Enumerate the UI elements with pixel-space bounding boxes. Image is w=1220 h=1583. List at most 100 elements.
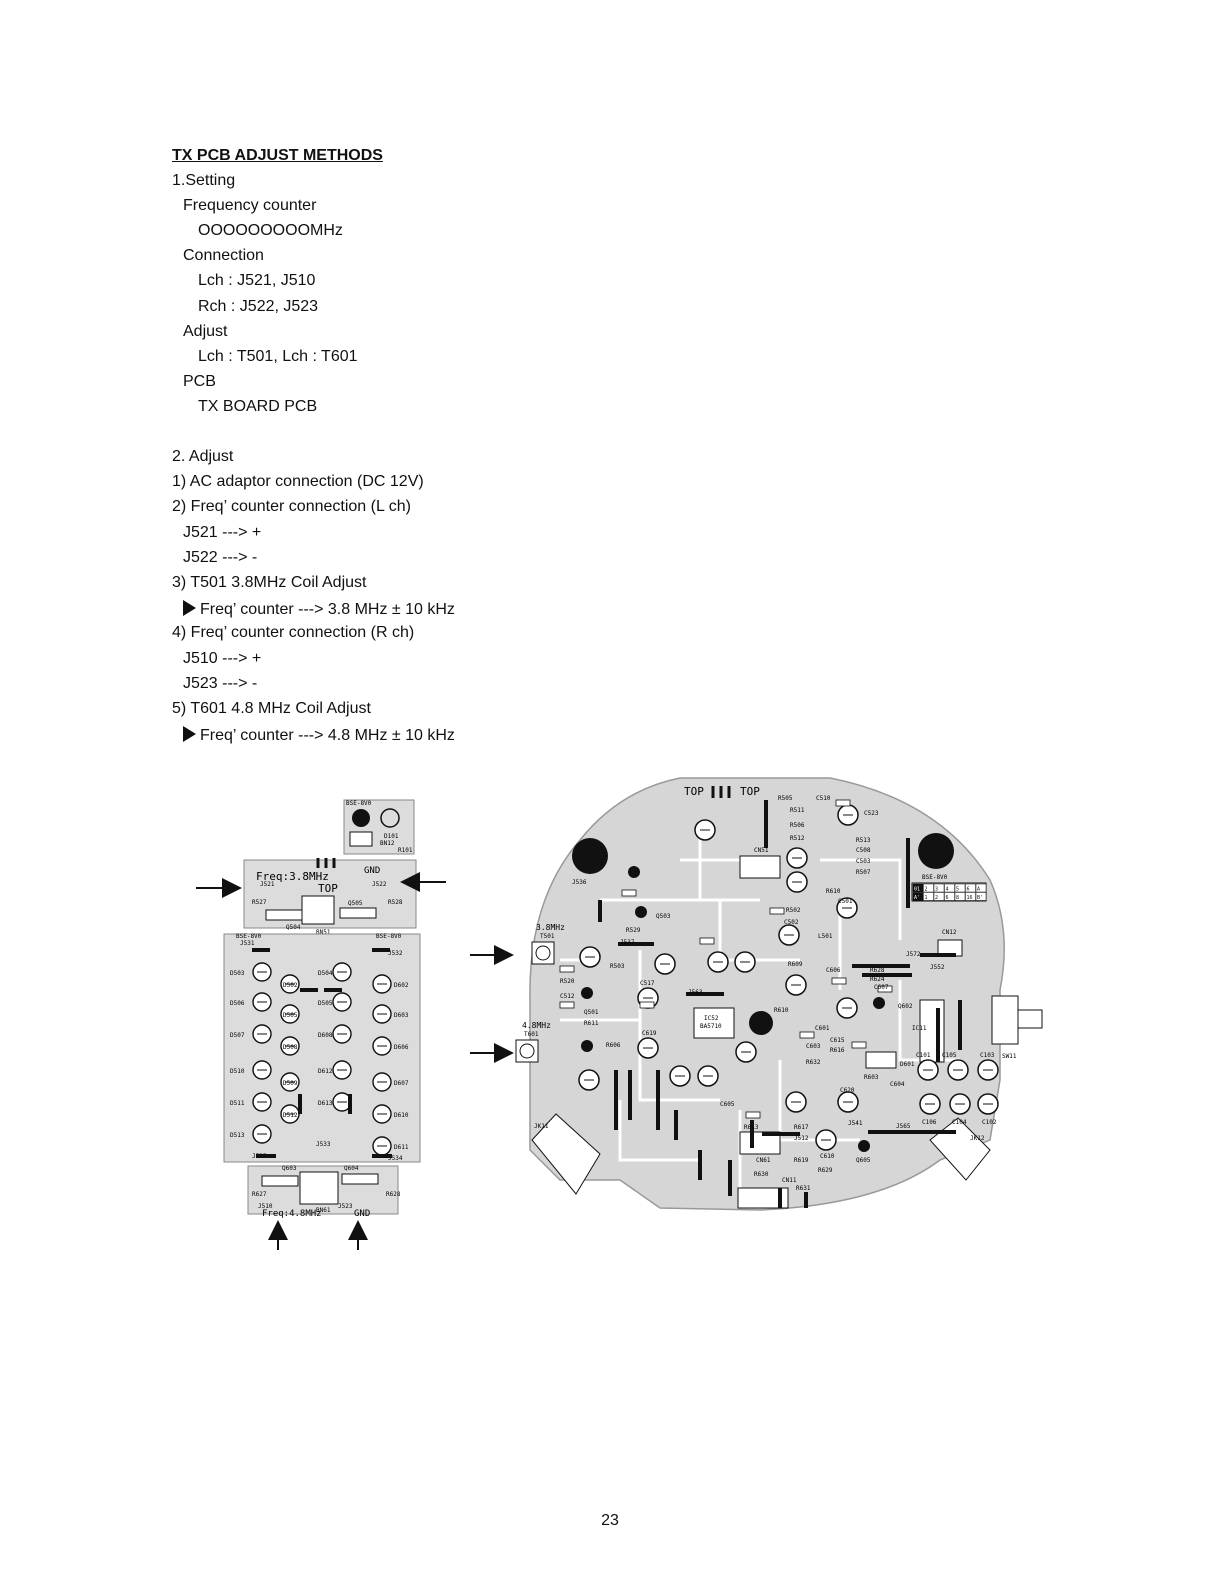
led-label: D506 (230, 1000, 245, 1007)
step-4-minus: J523 ---> - (183, 675, 258, 692)
dip-cell (954, 892, 966, 901)
dip-label: 6 (967, 887, 970, 893)
led-label: D602 (394, 982, 409, 989)
r510-label: R610 (826, 888, 841, 895)
q602-label: Q602 (898, 1003, 913, 1010)
q605-label: Q605 (856, 1157, 871, 1164)
j533-label: J533 (316, 1141, 331, 1148)
via-dot (581, 1040, 593, 1052)
jk11-label: JK11 (534, 1123, 549, 1130)
j510-label: J510 (258, 1203, 273, 1210)
c601-label: C601 (815, 1025, 830, 1032)
sw11-switch[interactable] (991, 995, 1019, 1045)
gnd-label: GND (364, 866, 380, 876)
step-5-result-text: Freq’ counter ---> 4.8 MHz ± 10 kHz (200, 727, 455, 744)
led-label: D505 (283, 1012, 298, 1019)
dip-cell (944, 892, 955, 901)
bn51-label: BN51 (316, 929, 331, 936)
triangle-bullet-icon (183, 600, 196, 616)
gnd-label: GND (354, 1209, 370, 1219)
brand-label: BSE-8V0 (236, 933, 262, 940)
step-3-result-text: Freq’ counter ---> 3.8 MHz ± 10 kHz (200, 601, 455, 618)
mount-hole (918, 833, 954, 869)
bn61-block (299, 1171, 339, 1205)
smd-component (799, 1031, 815, 1039)
via-dot (628, 866, 640, 878)
r630-label: R630 (754, 1171, 769, 1178)
led-icon (380, 808, 400, 828)
bn51-block (301, 895, 335, 925)
smd-component (769, 907, 785, 915)
c605-label: C605 (720, 1101, 735, 1108)
r632-label: R632 (806, 1059, 821, 1066)
led-label: D505 (318, 1000, 333, 1007)
mhz48-label: 4.8MHz (522, 1021, 551, 1030)
led-label: D508 (283, 1044, 298, 1051)
mhz38-label: 3.8MHz (536, 923, 565, 932)
smd-component (621, 889, 637, 897)
board-outline (529, 777, 1005, 1211)
dip-cell (912, 892, 924, 901)
led-label: D610 (394, 1112, 409, 1119)
dip-label: A' (914, 895, 920, 901)
dip-cell (975, 892, 987, 901)
l501-label: L501 (818, 933, 833, 940)
dip-label: B' (977, 895, 983, 901)
sw11-knob[interactable] (1017, 1009, 1043, 1029)
step-5: 5) T601 4.8 MHz Coil Adjust (172, 700, 371, 717)
dip-cell (975, 883, 987, 893)
dip-label: 01 (914, 887, 920, 893)
led-label: D606 (394, 1044, 409, 1051)
ic11-label: IC11 (912, 1025, 927, 1032)
smd-component (559, 1001, 575, 1009)
d101-label: D101 (384, 833, 399, 840)
t501-coil[interactable] (531, 941, 555, 965)
c603-label: C603 (806, 1043, 821, 1050)
page-number: 23 (601, 1512, 619, 1529)
ic52-label: IC52 (704, 1015, 719, 1022)
mount-hole (572, 838, 608, 874)
dip-cell (923, 892, 934, 901)
connection-lch: Lch : J521, J510 (198, 272, 316, 289)
r502-label: R502 (786, 907, 801, 914)
dip-cell (912, 883, 924, 893)
via-dot (581, 987, 593, 999)
r627-label: R627 (252, 1191, 267, 1198)
smd-component (745, 1111, 761, 1119)
led-label: D502 (283, 982, 298, 989)
led-label: D512 (283, 1112, 298, 1119)
r527-label: R527 (252, 899, 267, 906)
r503-label: R503 (610, 963, 625, 970)
dip-cell (944, 883, 955, 893)
t601-coil[interactable] (515, 1039, 539, 1063)
step-3-result: Freq’ counter ---> 3.8 MHz ± 10 kHz (183, 600, 455, 620)
triangle-bullet-icon (183, 726, 196, 742)
c523-label: C523 (864, 810, 879, 817)
dip-label: 3 (935, 887, 938, 893)
q503-label: Q503 (656, 913, 671, 920)
j512-label: J512 (794, 1135, 809, 1142)
c604-label: C604 (890, 1081, 905, 1088)
step-2: 2) Freq’ counter connection (L ch) (172, 498, 411, 515)
dip-label: 4 (946, 887, 949, 893)
smd-component (851, 1041, 867, 1049)
led-array: D503D506D507D510D511D513D502D505D508D509… (230, 948, 409, 1158)
dip-cell (933, 883, 945, 893)
smd-component (699, 937, 715, 945)
c607-label: C607 (874, 984, 889, 991)
coil-core-icon (519, 1043, 535, 1059)
q504-label: Q504 (286, 924, 301, 931)
led-label: D607 (394, 1080, 409, 1087)
c104-label: C104 (952, 1119, 967, 1126)
c610-label: C610 (820, 1153, 835, 1160)
c512-label: C512 (560, 993, 575, 1000)
c517-label: C517 (640, 980, 655, 987)
smd-component (559, 965, 575, 973)
step-2-plus: J521 ---> + (183, 524, 262, 541)
dip-label: 16 (967, 895, 973, 901)
step-4-plus: J510 ---> + (183, 650, 262, 667)
j534-label: J534 (388, 1155, 403, 1162)
led-label: D613 (318, 1100, 333, 1107)
